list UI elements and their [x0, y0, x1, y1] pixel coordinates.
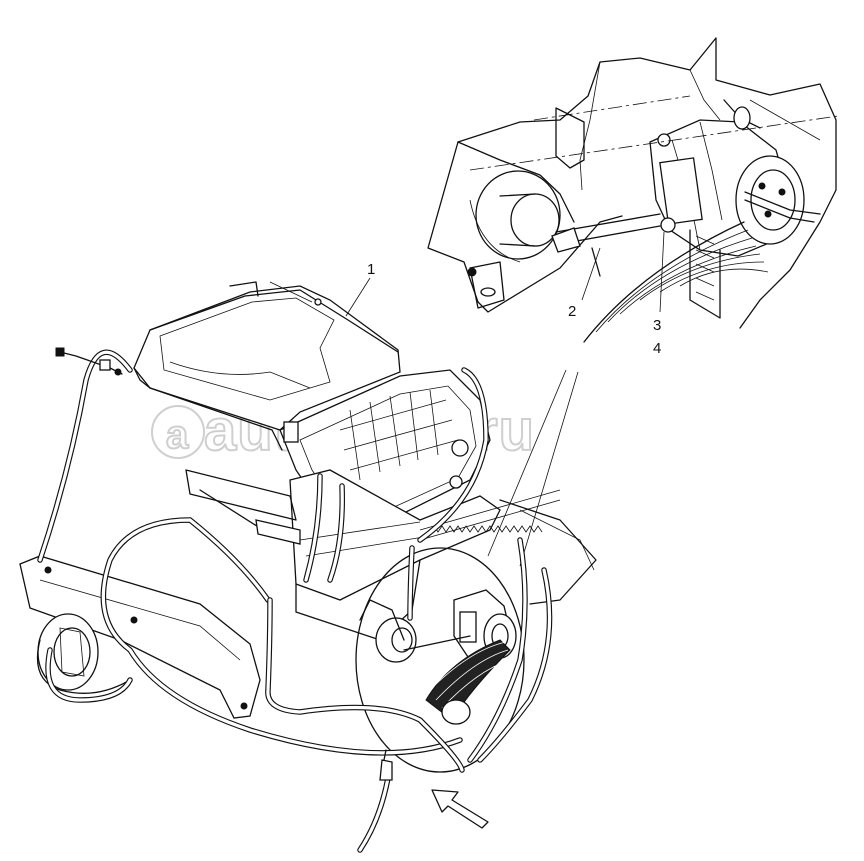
callout-2: 2: [568, 303, 576, 320]
view-arrow-icon: [431, 789, 489, 829]
refrigerant-hoses: [37, 349, 553, 853]
callout-labels: 1 2 3 4: [345, 261, 661, 357]
svg-text:a: a: [166, 413, 189, 457]
sensor-harness: [55, 347, 393, 781]
callout-1: 1: [367, 261, 375, 278]
compressor-detail-inset: [427, 37, 839, 343]
leader-1: [345, 277, 371, 317]
callout-4: 4: [653, 340, 661, 357]
main-assembly: [19, 281, 597, 773]
callout-3: 3: [653, 317, 661, 334]
callout-leaders-inset: [581, 231, 665, 313]
